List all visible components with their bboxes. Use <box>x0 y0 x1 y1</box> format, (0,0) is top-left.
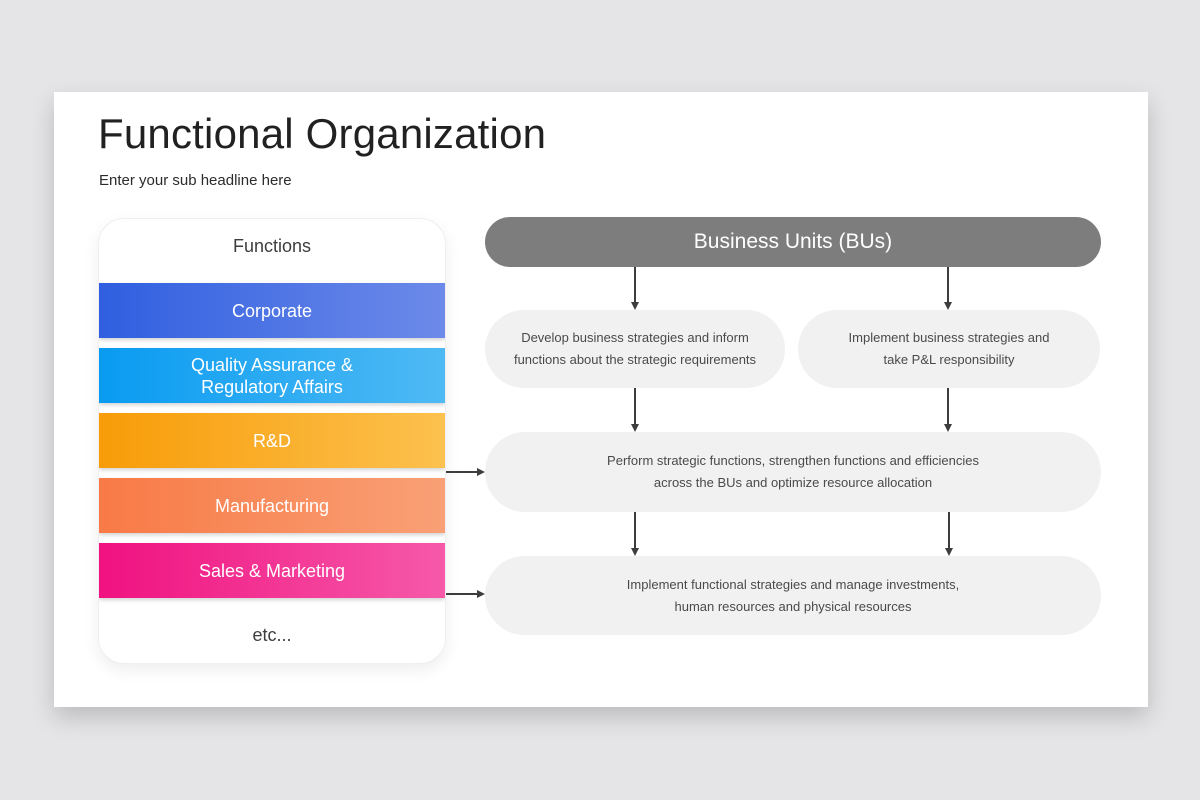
box-implement-functional-strategies: Implement functional strategies and mana… <box>485 556 1101 635</box>
box-implement-strategies: Implement business strategies and take P… <box>798 310 1100 388</box>
box-text-line: functions about the strategic requiremen… <box>513 352 757 367</box>
function-bar-label: Sales & Marketing <box>198 560 346 581</box>
arrow-down-icon <box>944 267 952 310</box>
function-bar-label: Manufacturing <box>214 495 330 516</box>
arrow-down-icon <box>631 388 639 432</box>
function-bar-sales-marketing: Sales & Marketing <box>99 543 445 598</box>
function-bar-manufacturing: Manufacturing <box>99 478 445 533</box>
functions-panel: Functions Corporate Quality Assurance & … <box>98 218 446 664</box>
box-develop-strategies: Develop business strategies and inform f… <box>485 310 785 388</box>
function-bar-corporate: Corporate <box>99 283 445 338</box>
box-text-line: human resources and physical resources <box>674 598 912 614</box>
box-text-line: Perform strategic functions, strengthen … <box>607 453 979 468</box>
function-bar-label: R&D <box>252 430 291 451</box>
arrow-down-icon <box>631 512 639 556</box>
function-bar-quality-assurance: Quality Assurance & Regulatory Affairs <box>99 348 445 403</box>
business-units-header: Business Units (BUs) <box>485 217 1101 267</box>
arrow-down-icon <box>944 388 952 432</box>
function-bar-label: Corporate <box>231 300 313 321</box>
function-bar-rnd: R&D <box>99 413 445 468</box>
box-text-line: Implement business strategies and <box>848 330 1050 345</box>
box-perform-strategic-functions: Perform strategic functions, strengthen … <box>485 432 1101 512</box>
arrow-down-icon <box>631 267 639 310</box>
box-text-line: Develop business strategies and inform <box>521 330 749 345</box>
page-subtitle: Enter your sub headline here <box>99 172 292 189</box>
box-text-line: across the BUs and optimize resource all… <box>653 475 933 490</box>
box-text-line: Implement functional strategies and mana… <box>626 576 960 592</box>
functions-panel-header: Functions <box>232 235 312 256</box>
arrow-down-icon <box>945 512 953 556</box>
function-bar-label: Quality Assurance & Regulatory Affairs <box>190 354 354 397</box>
box-text-line: take P&L responsibility <box>883 352 1015 367</box>
functions-panel-footer: etc... <box>252 625 292 645</box>
page-title: Functional Organization <box>98 110 547 157</box>
arrow-right-icon <box>446 590 485 598</box>
arrow-right-icon <box>446 468 485 476</box>
slide: Functional Organization Enter your sub h… <box>54 92 1148 707</box>
